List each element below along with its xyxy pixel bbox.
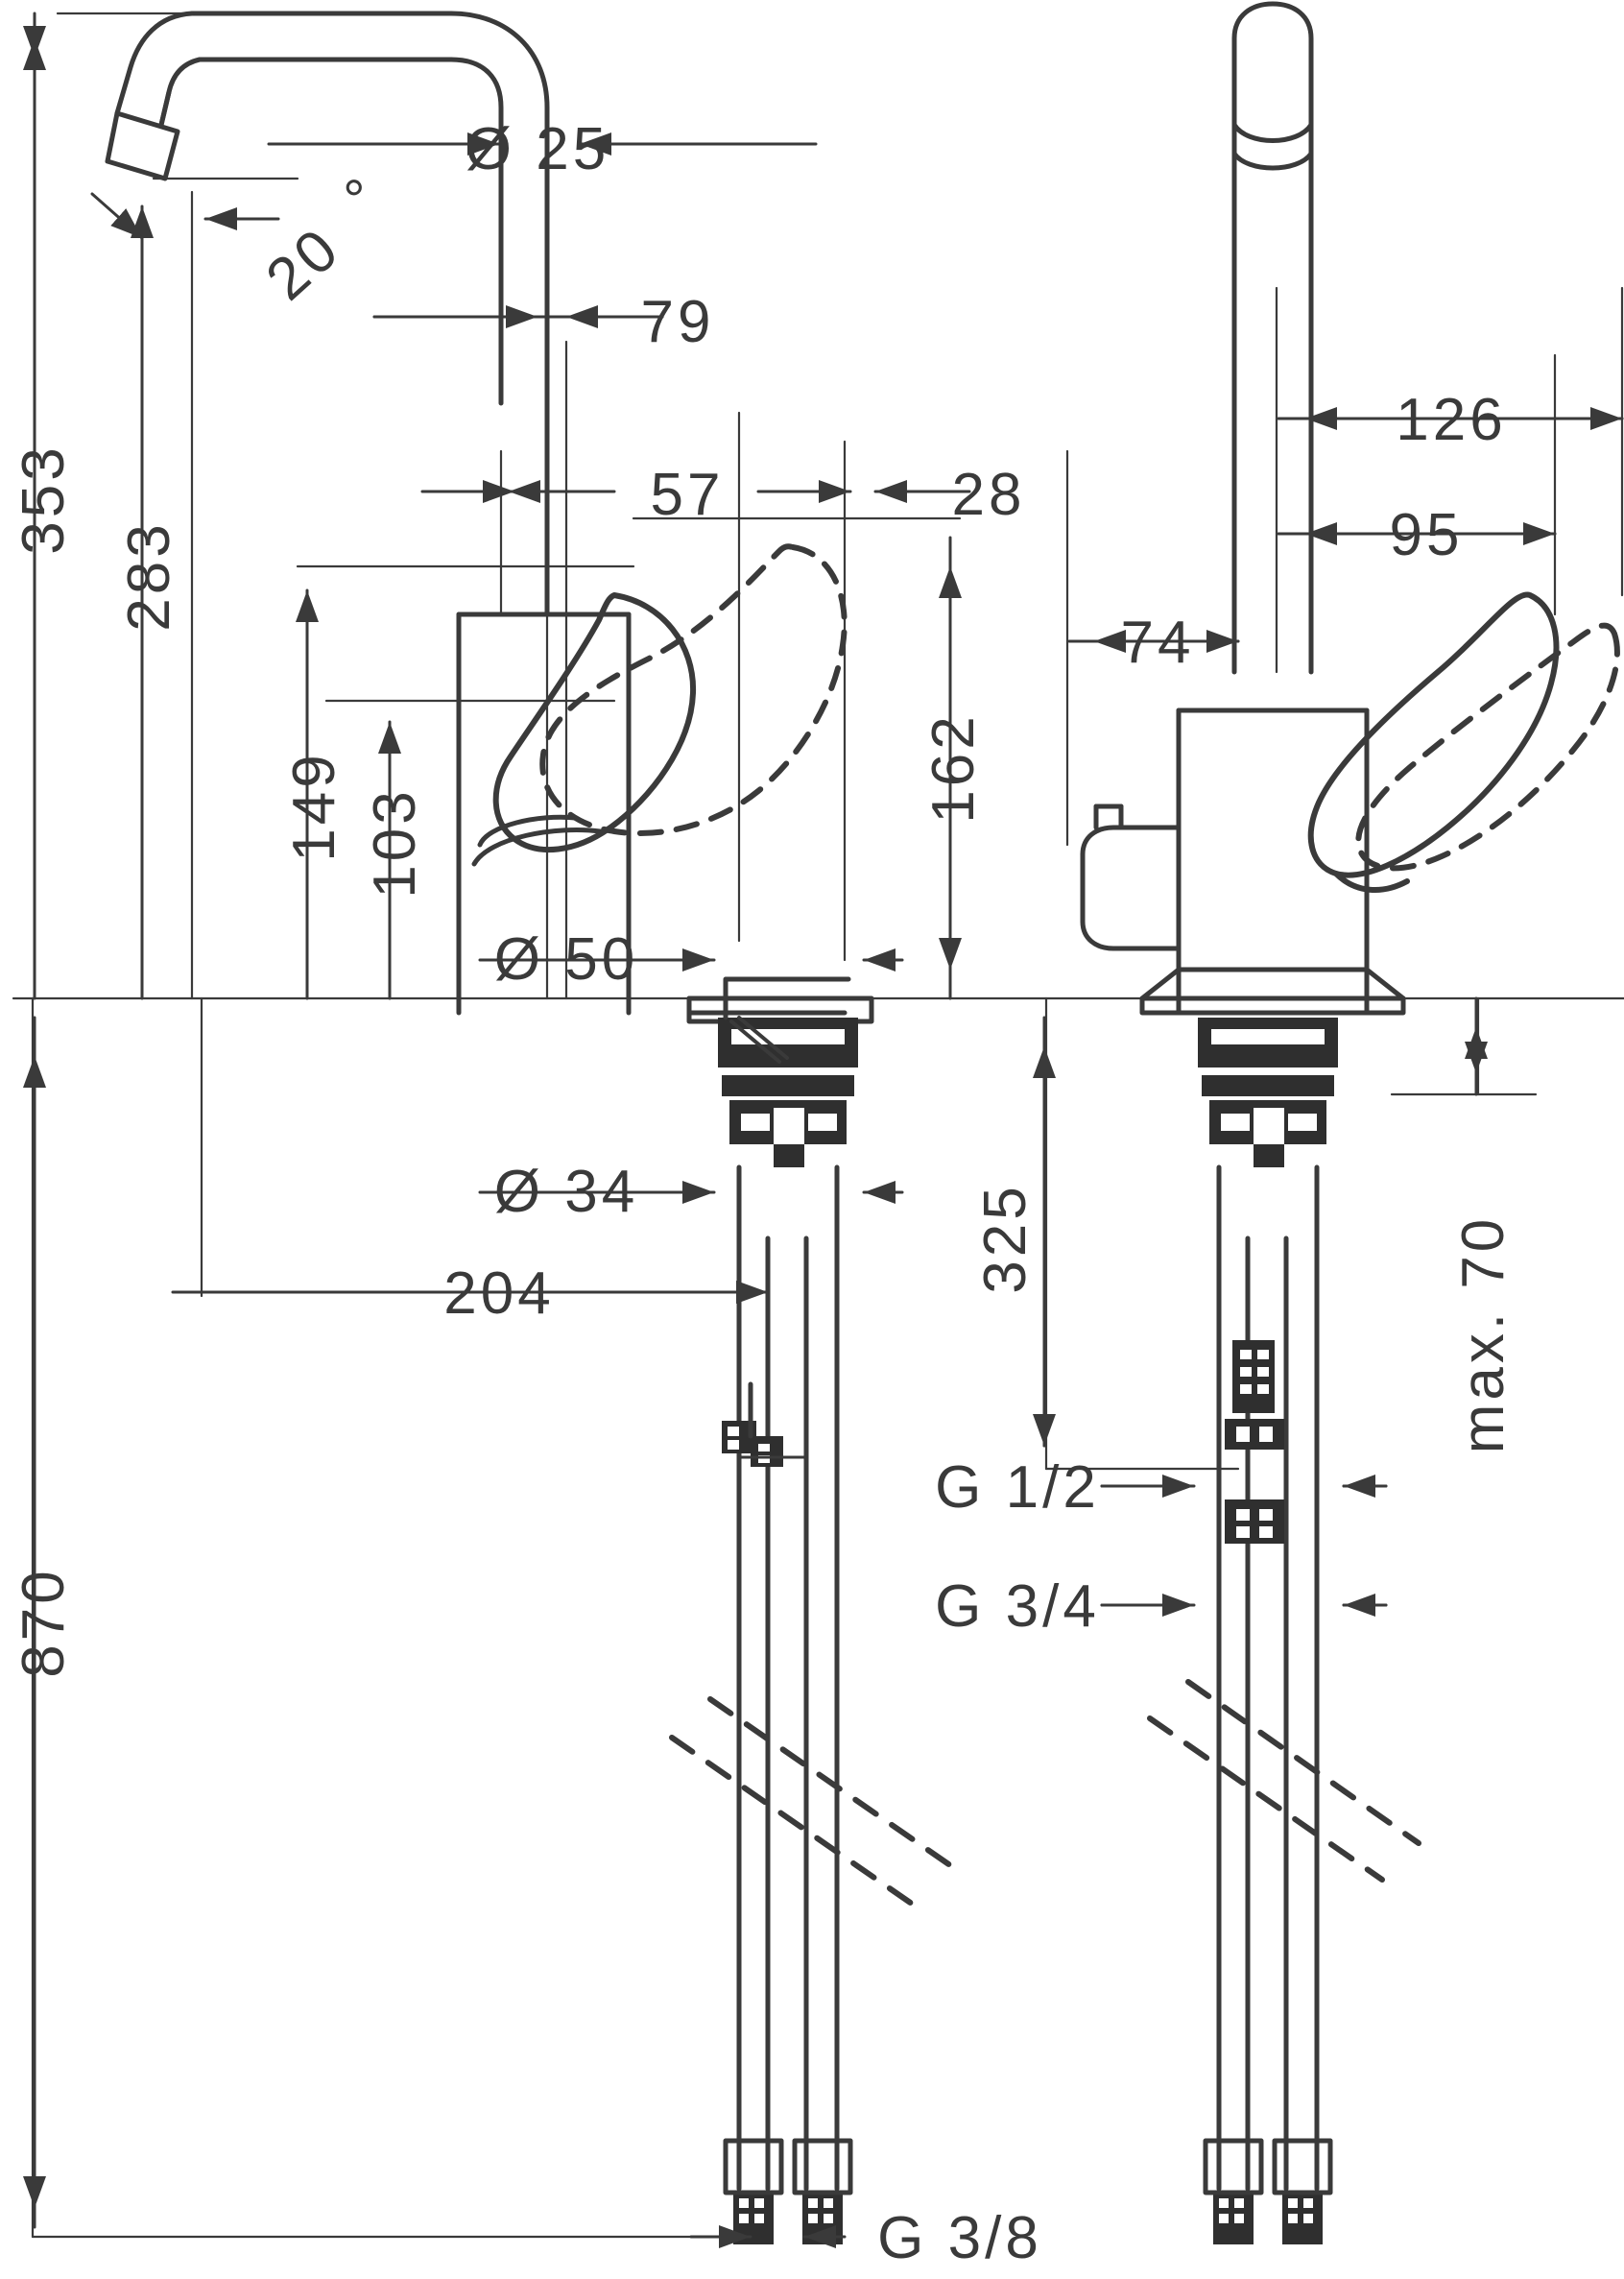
side-view-spout-tube bbox=[1231, 1, 1314, 675]
side-view-lever-solid bbox=[1307, 591, 1560, 893]
dim-870: 870 bbox=[11, 1567, 77, 1677]
dim-79: 79 bbox=[641, 289, 715, 355]
dimension-lines bbox=[23, 12, 1624, 2248]
front-view-break-line bbox=[669, 1696, 963, 1913]
side-view-break-line bbox=[1147, 1679, 1421, 1883]
dim-149: 149 bbox=[281, 751, 347, 861]
front-view-shank-assembly bbox=[718, 976, 858, 1167]
side-view-deck-flange bbox=[1139, 967, 1406, 1016]
dim-g-3-8: G 3/8 bbox=[877, 2205, 1042, 2271]
dim-74: 74 bbox=[1121, 610, 1195, 676]
dim-353: 353 bbox=[11, 444, 77, 554]
dim-162: 162 bbox=[920, 712, 987, 823]
front-view-hose-connectors bbox=[723, 2138, 853, 2244]
dim-283: 283 bbox=[116, 520, 182, 631]
dim-28: 28 bbox=[952, 462, 1026, 528]
side-view-body bbox=[1080, 708, 1370, 1016]
dim-diameter-34: Ø 34 bbox=[494, 1159, 638, 1225]
front-view-lever-solid bbox=[492, 592, 697, 852]
front-view-lever-dashed bbox=[539, 543, 848, 837]
front-view-faucet-outline bbox=[105, 11, 550, 617]
side-view-shank-fittings bbox=[1225, 1340, 1284, 1544]
dim-max-70: max. 70 bbox=[1450, 1215, 1517, 1454]
dim-126: 126 bbox=[1396, 387, 1506, 453]
dim-diameter-50: Ø 50 bbox=[494, 926, 638, 993]
dimension-ticks bbox=[737, 1455, 1388, 1607]
dim-57: 57 bbox=[651, 462, 725, 528]
front-view-shank-fittings bbox=[722, 1381, 783, 1467]
side-view-lever-dashed bbox=[1355, 622, 1620, 872]
side-view-shank-assembly bbox=[1198, 1018, 1338, 1167]
dim-g-1-2: G 1/2 bbox=[935, 1454, 1100, 1521]
side-view-shank-tube bbox=[1216, 1164, 1320, 2192]
dimension-labels: 353 283 20 ° Ø 25 79 57 28 162 149 103 Ø… bbox=[11, 116, 1517, 2271]
dim-diameter-25: Ø 25 bbox=[466, 116, 609, 182]
dim-g-3-4: G 3/4 bbox=[935, 1573, 1100, 1640]
dim-204: 204 bbox=[443, 1260, 554, 1327]
front-view-shank-tube bbox=[736, 1164, 840, 2192]
dim-325: 325 bbox=[972, 1183, 1039, 1293]
dim-95: 95 bbox=[1390, 502, 1464, 568]
dim-degree-symbol: ° bbox=[333, 163, 394, 228]
dim-103: 103 bbox=[362, 787, 428, 898]
side-view-hose-connectors bbox=[1203, 2138, 1333, 2244]
dim-20-degree: 20 bbox=[254, 214, 353, 313]
